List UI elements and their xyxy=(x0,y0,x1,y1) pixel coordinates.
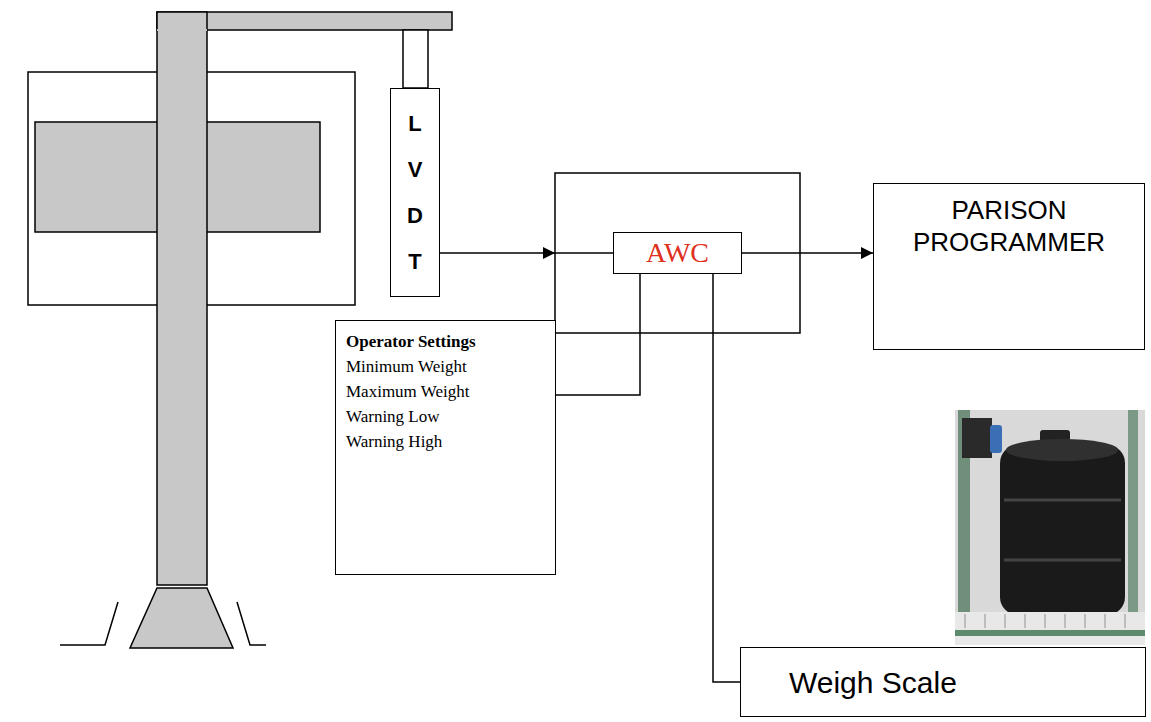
roller xyxy=(1004,614,1006,628)
drum-rib xyxy=(1004,499,1121,502)
drum-rib xyxy=(1004,559,1121,562)
controller-box: AWC xyxy=(613,232,742,274)
signal-connector xyxy=(556,274,640,395)
photo-ground xyxy=(955,410,1145,645)
drum-body xyxy=(1000,445,1125,615)
scale-box: Weigh Scale xyxy=(740,647,1146,717)
sensor-unit xyxy=(962,418,992,458)
vertical-column xyxy=(157,12,207,585)
lvdt-stem xyxy=(403,30,428,88)
roller xyxy=(1024,614,1026,628)
roller xyxy=(1044,614,1046,628)
programmer-box: PARISON PROGRAMMER xyxy=(873,183,1145,350)
signal-connector xyxy=(713,274,740,682)
setting-item: Minimum Weight xyxy=(346,354,467,379)
roller xyxy=(1104,614,1106,628)
signal-connector xyxy=(440,252,613,254)
roller xyxy=(1084,614,1086,628)
settings-box: Operator SettingsMinimum WeightMaximum W… xyxy=(335,320,556,575)
setting-item: Maximum Weight xyxy=(346,379,469,404)
settings-heading: Operator Settings xyxy=(346,329,476,354)
sensor-label: L V D T xyxy=(403,101,427,285)
sensor-head xyxy=(990,425,1002,453)
green-pole xyxy=(1128,410,1138,615)
conveyor-rollers xyxy=(965,614,1125,628)
roller xyxy=(1064,614,1066,628)
roller xyxy=(1124,614,1126,628)
joint-cover xyxy=(157,29,207,31)
roller xyxy=(984,614,986,628)
mould-left xyxy=(60,602,118,645)
setting-item: Warning Low xyxy=(346,404,440,429)
setting-item: Warning High xyxy=(346,429,442,454)
roller xyxy=(964,614,966,628)
controller-label: AWC xyxy=(646,238,709,269)
conveyor-rail xyxy=(955,630,1145,636)
mould-right xyxy=(237,602,266,645)
programmer-label: PARISON PROGRAMMER xyxy=(889,194,1129,258)
scale-label: Weigh Scale xyxy=(789,666,957,699)
conveyor xyxy=(955,612,1145,645)
drum-lid xyxy=(1006,439,1118,461)
drum-photo xyxy=(955,410,1145,645)
signal-connector xyxy=(742,252,873,254)
die-head xyxy=(130,588,233,648)
sensor-box: L V D T xyxy=(390,88,440,297)
